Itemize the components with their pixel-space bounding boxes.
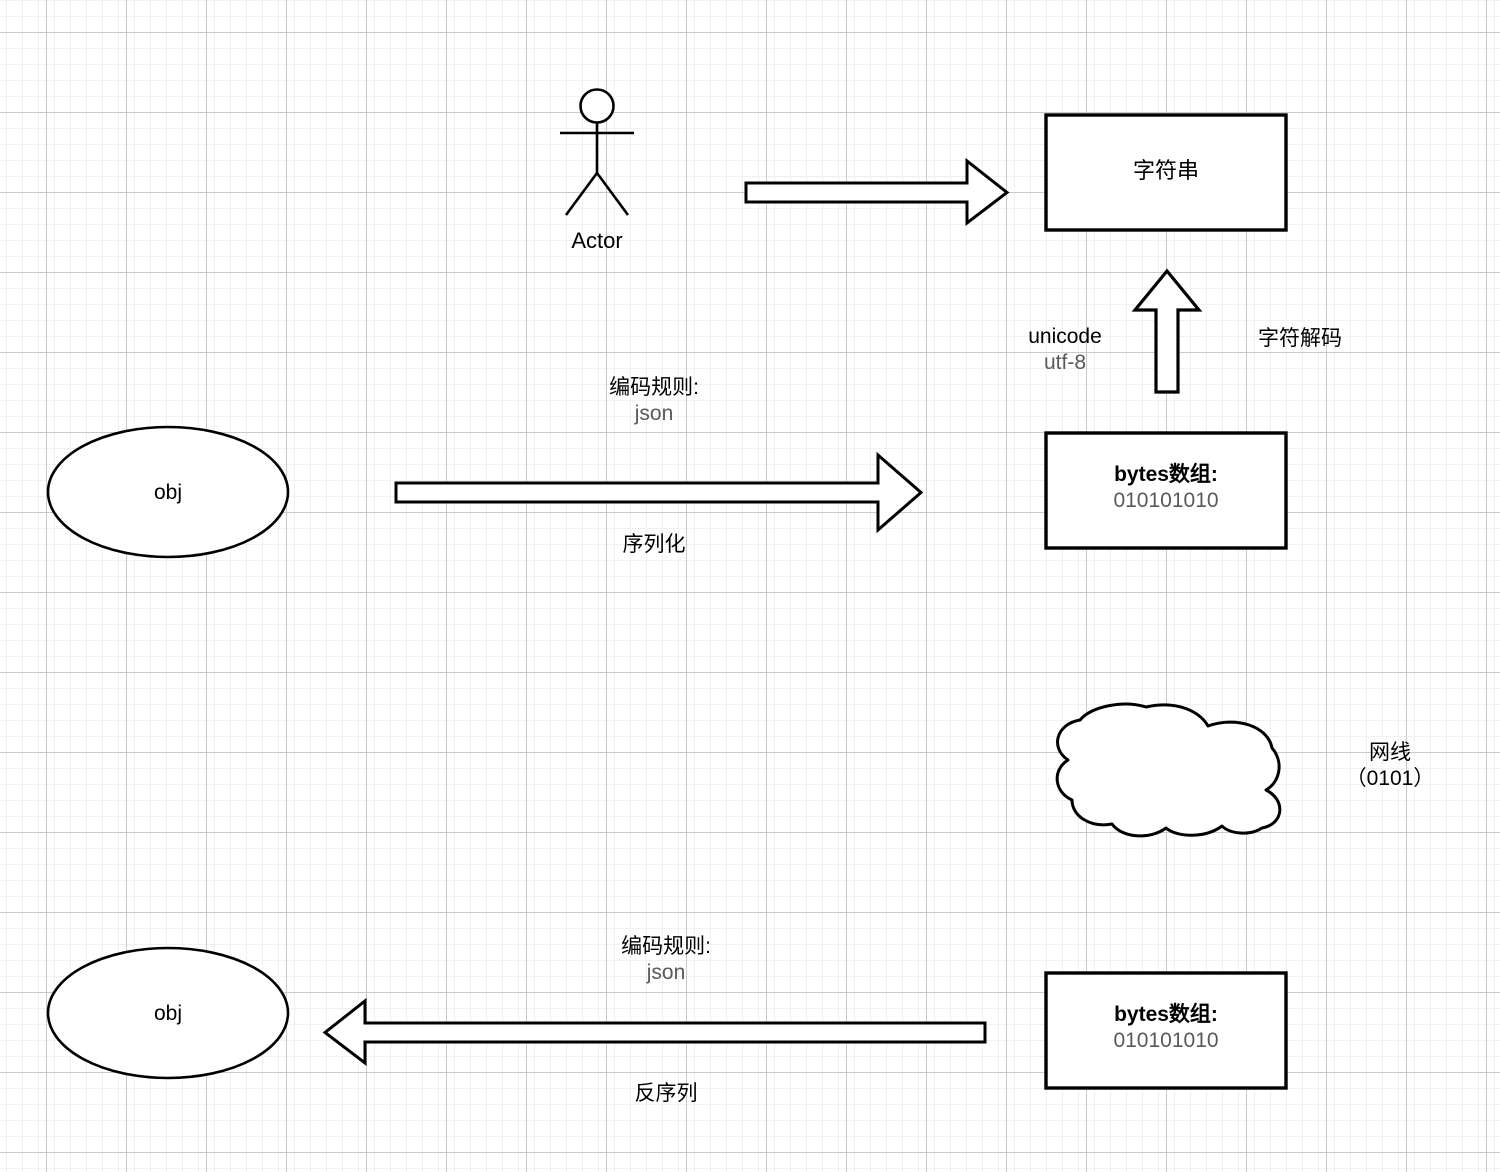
bytes-box-bottom-shape <box>1044 971 1288 1090</box>
serialize-action-label: 序列化 <box>622 533 686 556</box>
bytes-box-top-value: 010101010 <box>1113 489 1219 513</box>
obj-top-shape <box>46 425 290 559</box>
bytes-box-top-shape <box>1044 431 1288 550</box>
decode-encoding-labels: unicode utf-8 <box>1028 324 1102 377</box>
obj-bottom-shape <box>46 946 290 1080</box>
decode-utf8-label: utf-8 <box>1043 351 1087 375</box>
string-box-shape <box>1044 113 1288 232</box>
deserialize-json-label: json <box>646 961 686 985</box>
serialize-arrow <box>394 451 924 534</box>
actor-right-leg-line <box>595 172 630 216</box>
bytes-box-top-title: bytes数组: <box>1114 463 1218 486</box>
bytes-box-bottom-title: bytes数组: <box>1114 1003 1218 1026</box>
cloud-shape <box>1055 702 1282 838</box>
network-annotation: 网线 （0101） <box>1346 740 1435 793</box>
decode-action-label: 字符解码 <box>1258 327 1342 350</box>
network-label-line1: 网线 <box>1369 741 1411 764</box>
bytes-box-top-labels: bytes数组: 010101010 <box>1113 462 1218 515</box>
deserialize-action-label: 反序列 <box>634 1082 698 1105</box>
network-label-line2: （0101） <box>1345 767 1435 791</box>
bytes-box-bottom-value: 010101010 <box>1113 1029 1219 1053</box>
deserialize-rule-labels: 编码规则: json <box>621 934 711 987</box>
decode-up-arrow <box>1131 268 1203 394</box>
serialize-rule-label: 编码规则: <box>609 376 699 399</box>
string-box-label: 字符串 <box>1132 158 1200 183</box>
decode-unicode-label: unicode <box>1028 325 1102 348</box>
obj-bottom-label: obj <box>153 1002 183 1025</box>
serialize-rule-labels: 编码规则: json <box>609 375 699 428</box>
obj-top-label: obj <box>153 481 183 504</box>
actor-figure <box>560 88 634 216</box>
actor-left-leg-line <box>564 172 599 216</box>
bytes-box-bottom-labels: bytes数组: 010101010 <box>1113 1002 1218 1055</box>
deserialize-rule-label: 编码规则: <box>621 935 711 958</box>
actor-label: Actor <box>571 228 623 253</box>
serialize-json-label: json <box>634 402 674 426</box>
actor-head-icon <box>579 88 615 124</box>
actor-to-string-arrow <box>744 157 1010 227</box>
deserialize-arrow <box>322 997 987 1067</box>
